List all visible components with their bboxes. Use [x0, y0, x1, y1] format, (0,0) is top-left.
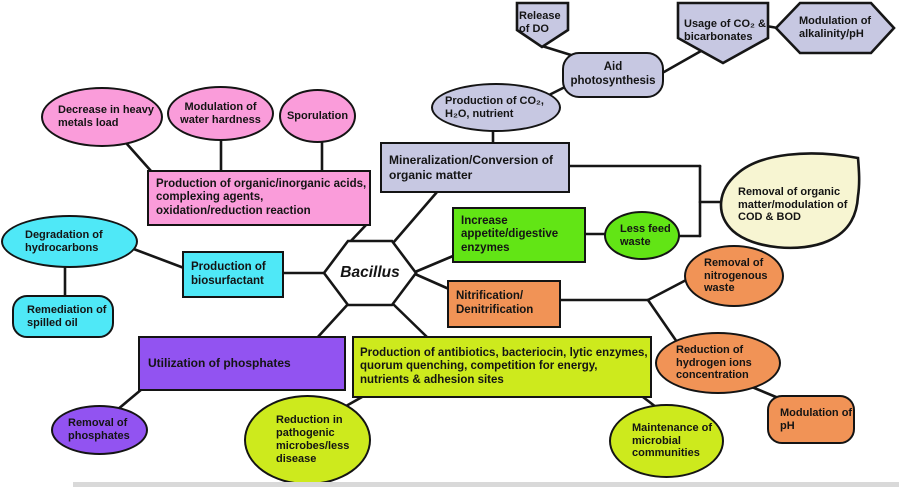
node-label: Utilization of phosphates: [148, 356, 291, 371]
node-sporulation: Sporulation: [279, 89, 356, 143]
node-degradation-hydrocarbons: Degradation of hydrocarbons: [1, 215, 138, 268]
connector: [646, 276, 692, 302]
node-pathogenic-microbes: Reduction in pathogenic microbes/less di…: [244, 395, 371, 485]
node-removal-organic: Removal of organic matter/modulation of …: [738, 176, 856, 234]
connector: [315, 301, 351, 340]
node-label: Modulation of water hardness: [180, 100, 261, 126]
connector: [125, 142, 153, 173]
node-label: Bacillus: [340, 263, 400, 281]
node-label: Sporulation: [286, 109, 349, 122]
node-removal-phosphates: Removal of phosphates: [51, 405, 148, 455]
node-label: Reduction of hydrogen ions concentration: [676, 343, 752, 382]
node-shape-release-do: [515, 1, 570, 49]
node-remediation-oil: Remediation of spilled oil: [12, 295, 114, 338]
node-label: Increase appetite/digestive enzymes: [461, 214, 559, 254]
connector: [540, 44, 573, 57]
connector: [646, 298, 679, 344]
connector: [413, 272, 451, 291]
node-label: Removal of organic matter/modulation of …: [738, 185, 848, 224]
node-label: Nitrification/​Denitrification: [456, 290, 534, 316]
node-utilization-phosphates: Utilization of phosphates: [138, 336, 346, 391]
node-removal-nitrogenous: Removal of nitrogenous waste: [684, 245, 784, 307]
node-decrease-heavy-metals: Decrease in heavy metals load: [41, 87, 163, 147]
node-label: Removal of phosphates: [68, 417, 130, 442]
node-maintenance-communities: Maintenance of microbial communities: [609, 404, 724, 478]
node-bacillus-center: Bacillus: [326, 262, 414, 284]
connector: [547, 85, 567, 97]
connector: [115, 387, 144, 412]
node-label: Remediation of spilled oil: [27, 303, 107, 329]
connector: [391, 190, 439, 245]
node-usage-co2: Usage of CO₂ & bicarbonates: [684, 6, 768, 56]
node-label: Aid photosynthesis: [570, 61, 656, 87]
node-organic-acids: Production of organic/inorganic acids, c…: [147, 170, 371, 226]
node-label: Production of organic/inorganic acids, c…: [156, 177, 367, 217]
node-label: Less feed waste: [620, 222, 671, 248]
node-label: Production of biosurfactant: [191, 260, 266, 287]
node-label: Degradation of hydrocarbons: [25, 228, 103, 254]
node-reduction-hydrogen: Reduction of hydrogen ions concentration: [655, 332, 781, 394]
node-production-co2: Production of CO₂, H₂O, nutrient: [431, 83, 561, 132]
node-increase-appetite: Increase appetite/digestive enzymes: [452, 207, 586, 263]
node-label: Release of DO: [519, 10, 561, 35]
node-label: Modulation of alkalinity/pH: [799, 15, 872, 40]
node-label: Production of CO₂, H₂O, nutrient: [445, 94, 544, 120]
node-release-do: Release of DO: [519, 6, 568, 40]
node-water-hardness: Modulation of water hardness: [167, 86, 274, 141]
node-label: Maintenance of microbial communities: [632, 421, 713, 460]
connector: [662, 49, 703, 74]
node-shape-alkalinity: [774, 1, 896, 55]
window-bottom-edge: [73, 482, 899, 487]
node-shape-usage-co2: [676, 1, 770, 65]
node-shape-bacillus: [322, 239, 418, 307]
node-aid-photosynthesis: Aid photosynthesis: [562, 52, 664, 98]
node-label: Modulation of pH: [780, 406, 853, 432]
node-less-feed-waste: Less feed waste: [604, 211, 680, 260]
connector: [413, 254, 455, 274]
node-label: Removal of nitrogenous waste: [704, 256, 768, 295]
node-label: Production of antibiotics, bacteriocin, …: [360, 346, 648, 386]
node-alkalinity: Modulation of alkalinity/pH: [799, 13, 887, 43]
node-label: Decrease in heavy metals load: [58, 104, 155, 129]
connector: [129, 246, 186, 270]
node-mineralization: Mineralization/Conversion of organic mat…: [380, 142, 570, 193]
node-modulation-ph: Modulation of pH: [767, 395, 855, 444]
connector: [390, 301, 430, 340]
node-label: Reduction in pathogenic microbes/less di…: [276, 414, 350, 465]
node-label: Mineralization/Conversion of organic mat…: [389, 153, 554, 182]
node-antibiotics: Production of antibiotics, bacteriocin, …: [352, 336, 652, 398]
node-label: Usage of CO₂ & bicarbonates: [684, 18, 766, 43]
node-shape-removal-organic: [719, 152, 861, 250]
node-biosurfactant: Production of biosurfactant: [182, 251, 284, 298]
node-nitrification: Nitrification/​Denitrification: [447, 280, 561, 328]
